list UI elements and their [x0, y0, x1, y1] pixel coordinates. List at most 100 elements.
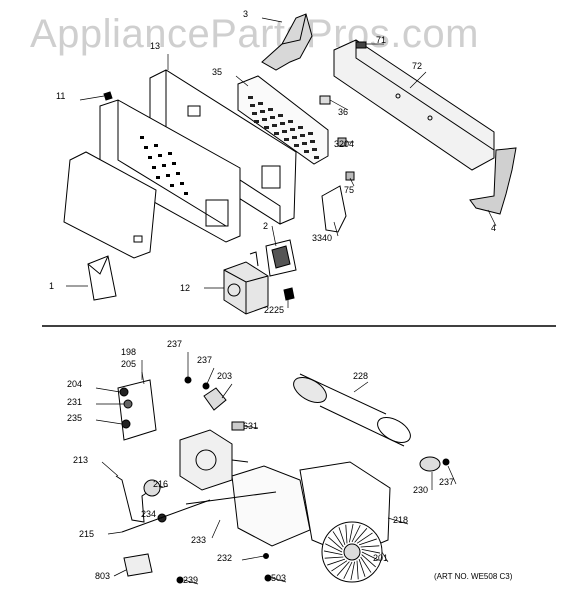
bottom-callout-237: 237	[197, 355, 213, 365]
control-button-dot	[168, 152, 172, 155]
bottom-leader-line	[221, 383, 233, 399]
bottom-callout-503: 503	[271, 573, 287, 583]
fan-blade	[345, 524, 348, 544]
bottom-callout-231: 231	[67, 397, 83, 407]
control-button-dot	[156, 176, 160, 179]
bottom-callout-631: 631	[243, 421, 259, 431]
fan-blade	[361, 554, 376, 568]
bottom-leader-line	[183, 579, 199, 585]
part-503-screw	[264, 574, 272, 582]
fan-blade	[325, 543, 343, 553]
vent-slot	[254, 120, 259, 123]
bottom-leader-line	[113, 569, 127, 577]
fan-blade	[360, 545, 380, 548]
top-leader-line	[487, 209, 497, 227]
vent-slot	[292, 136, 297, 139]
top-callout-36: 36	[338, 107, 349, 117]
top-leader-line	[333, 221, 339, 237]
bottom-leader-line	[95, 387, 121, 393]
control-button-dot	[158, 154, 162, 157]
vent-slot	[258, 102, 263, 105]
part-11-screw	[103, 91, 113, 101]
part-2-display-window	[265, 239, 297, 277]
bottom-leader-line	[107, 531, 123, 535]
bottom-callout-803: 803	[95, 571, 111, 581]
control-button-dot	[166, 174, 170, 177]
bottom-leader-line	[243, 425, 259, 429]
bottom-callout-235: 235	[67, 413, 83, 423]
bottom-callout-237: 237	[439, 477, 455, 487]
control-button-dot	[140, 136, 144, 139]
part-1-instruction-envelope	[87, 255, 117, 301]
top-callout-3204: 3204	[334, 139, 355, 149]
bottom-callout-204: 204	[67, 379, 83, 389]
vent-slot	[310, 140, 315, 143]
bottom-callout-230: 230	[413, 485, 429, 495]
fan-blade	[351, 525, 361, 543]
part-3-bracket	[261, 13, 313, 71]
top-callout-13: 13	[150, 41, 161, 51]
fan-blade	[358, 558, 366, 577]
top-callout-3: 3	[243, 9, 249, 19]
fan-blade	[349, 523, 354, 543]
vent-slot	[284, 138, 289, 141]
control-button-dot	[170, 184, 174, 187]
part-203-wire-harness	[184, 376, 227, 411]
bottom-leader-line	[271, 577, 287, 583]
bottom-leader-line	[101, 461, 119, 477]
vent-slot	[270, 116, 275, 119]
part-71-clip	[355, 41, 367, 49]
top-leader-line	[79, 95, 105, 101]
top-leader-line	[271, 225, 277, 247]
vent-slot	[280, 122, 285, 125]
bottom-callout-203: 203	[217, 371, 233, 381]
vent-slot	[274, 132, 279, 135]
bottom-callout-239: 239	[183, 575, 199, 585]
part-201-blower-wheel	[321, 521, 383, 583]
top-callout-4: 4	[491, 223, 497, 233]
fan-blade	[361, 551, 379, 561]
vent-slot	[300, 134, 305, 137]
fan-blade	[360, 556, 372, 573]
top-callout-71: 71	[376, 35, 387, 45]
bottom-callout-213: 213	[73, 455, 89, 465]
top-leader-line	[261, 17, 283, 23]
fan-blade	[361, 549, 381, 554]
bottom-callout-232: 232	[217, 553, 233, 563]
fan-blade	[343, 561, 353, 579]
bottom-leader-line	[241, 555, 265, 561]
fan-blade	[328, 536, 343, 550]
vent-slot	[294, 144, 299, 147]
part-35-vented-bracket	[237, 75, 329, 165]
vent-slot	[290, 128, 295, 131]
top-callout-2: 2	[263, 221, 269, 231]
control-button-dot	[162, 164, 166, 167]
bottom-callout-234: 234	[141, 509, 157, 519]
control-button-dot	[144, 146, 148, 149]
fan-blade	[356, 560, 359, 580]
bottom-callout-237: 237	[167, 339, 183, 349]
part-4-endcap	[469, 147, 517, 215]
top-leader-line	[409, 71, 427, 89]
fan-blade	[332, 531, 344, 548]
bottom-leader-line	[205, 367, 215, 387]
bottom-callout-216: 216	[153, 479, 169, 489]
vent-slot	[260, 110, 265, 113]
part-12-timer	[223, 251, 269, 315]
part-72-backsplash-panel	[333, 39, 495, 171]
fan-blade	[327, 558, 346, 566]
top-callout-11: 11	[56, 91, 66, 101]
top-callout-12: 12	[180, 283, 191, 293]
top-callout-35: 35	[212, 67, 223, 77]
fan-blade	[338, 527, 346, 546]
part-228-duct	[293, 373, 411, 447]
control-button-dot	[152, 166, 156, 169]
vent-slot	[262, 118, 267, 121]
vent-slot	[288, 120, 293, 123]
top-callout-75: 75	[344, 185, 355, 195]
vent-slot	[272, 124, 277, 127]
belt-and-idler	[115, 475, 211, 533]
vent-slot	[304, 150, 309, 153]
vent-slot	[302, 142, 307, 145]
vent-slot	[298, 126, 303, 129]
